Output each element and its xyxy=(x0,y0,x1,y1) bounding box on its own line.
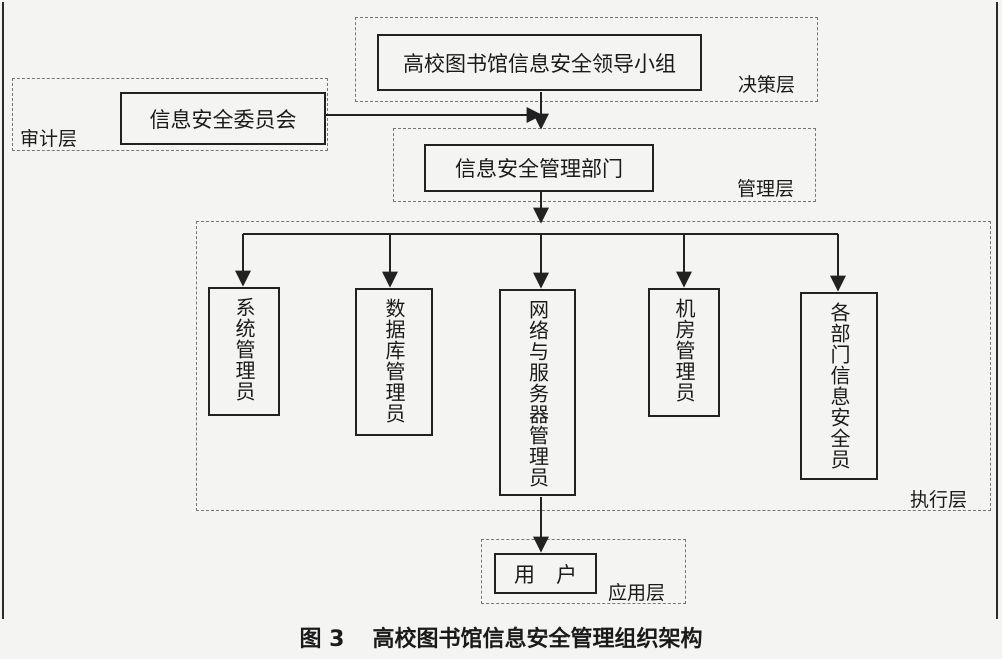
system-admin-box: 系统管理员 xyxy=(208,287,280,416)
figure-number: 图 3 xyxy=(299,627,345,652)
security-department-box: 信息安全管理部门 xyxy=(424,144,654,192)
management-layer-zone xyxy=(393,128,816,202)
application-layer-label: 应用层 xyxy=(608,582,666,604)
application-layer-zone xyxy=(481,539,686,604)
security-department-label: 信息安全管理部门 xyxy=(455,157,623,181)
management-layer-label: 管理层 xyxy=(737,178,795,200)
leadership-group-label: 高校图书馆信息安全领导小组 xyxy=(403,51,676,76)
network-service-admin-box: 网络与服务器管理员 xyxy=(499,289,576,496)
dept-security-officer-label: 各部门信息安全员 xyxy=(827,302,851,470)
figure-title: 高校图书馆信息安全管理组织架构 xyxy=(372,627,703,652)
decision-layer-label: 决策层 xyxy=(738,74,796,96)
network-service-admin-label: 网络与服务器管理员 xyxy=(525,299,550,488)
database-admin-label: 数据库管理员 xyxy=(382,298,406,424)
user-box: 用 户 xyxy=(494,553,597,594)
user-label: 用 户 xyxy=(514,562,577,587)
page-frame xyxy=(2,2,998,619)
security-committee-label: 信息安全委员会 xyxy=(149,107,297,132)
dept-security-officer-box: 各部门信息安全员 xyxy=(800,292,878,480)
audit-layer-label: 审计层 xyxy=(20,128,78,150)
system-admin-label: 系统管理员 xyxy=(232,297,256,402)
decision-layer-zone xyxy=(355,17,818,102)
database-admin-box: 数据库管理员 xyxy=(355,288,433,436)
execution-layer-zone xyxy=(196,221,991,511)
machine-room-admin-box: 机房管理员 xyxy=(648,288,720,417)
security-committee-box: 信息安全委员会 xyxy=(120,92,326,145)
figure-caption: 图 3 高校图书馆信息安全管理组织架构 xyxy=(0,621,1002,653)
machine-room-admin-label: 机房管理员 xyxy=(672,298,696,403)
leadership-group-box: 高校图书馆信息安全领导小组 xyxy=(377,34,702,91)
execution-layer-label: 执行层 xyxy=(910,489,968,511)
